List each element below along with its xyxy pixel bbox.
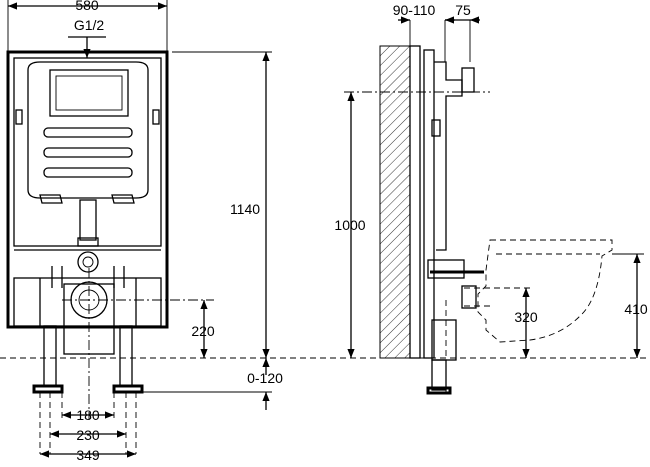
dim-axis-1000: 1000 [334,217,365,233]
dim-outlet-320: 320 [514,309,538,325]
dim-width-580: 580 [75,0,99,13]
dim-wall-90-110: 90-110 [393,2,436,18]
dim-depth-75: 75 [455,2,471,18]
front-view: 580 G1/2 [6,0,283,463]
dim-drain-220: 220 [191,323,215,339]
dim-feet-180: 180 [76,407,100,423]
dim-height-1140: 1140 [230,201,260,217]
dim-adjust-0-120: 0-120 [247,370,283,386]
side-view: 90-110 75 1000 320 410 [334,2,648,395]
dim-bowl-410: 410 [624,301,648,317]
dim-feet-349: 349 [76,447,100,462]
wall-hatch [379,45,411,359]
dim-feet-230: 230 [76,427,100,443]
dim-inlet-g12: G1/2 [74,17,105,33]
